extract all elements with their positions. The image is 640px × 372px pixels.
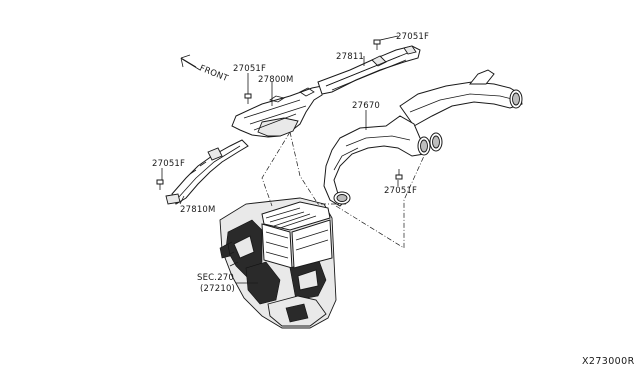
duct-27810m: [165, 139, 249, 205]
label-heater-sec: SEC.270: [197, 273, 234, 283]
front-indicator-label: FRONT: [198, 64, 230, 85]
bolt-icon-top-right: [373, 39, 381, 50]
label-bolt-upper-left: 27051F: [233, 64, 266, 74]
label-bolt-right: 27051F: [384, 186, 417, 196]
label-bolt-top-right: 27051F: [396, 32, 429, 42]
label-duct-27670: 27670: [352, 101, 380, 111]
front-arrow-icon: [180, 54, 201, 71]
diagram-id: X273000R: [582, 356, 635, 367]
label-duct-27811: 27811: [336, 52, 364, 62]
duct-27811: [317, 45, 421, 95]
duct-27800m: [231, 85, 323, 138]
alignment-lines: [261, 131, 425, 249]
label-bolt-left: 27051F: [152, 159, 185, 169]
leader-lines: [161, 35, 399, 284]
bolt-icon-upper-left: [244, 93, 252, 104]
label-duct-27800m: 27800M: [258, 75, 294, 85]
label-duct-27810m: 27810M: [180, 205, 216, 215]
duct-27670: [323, 69, 523, 207]
bolt-icon-left: [156, 179, 164, 190]
label-heater-ref: (27210): [200, 284, 235, 294]
heater-unit: [219, 197, 337, 329]
bolt-icon-right: [395, 169, 403, 180]
